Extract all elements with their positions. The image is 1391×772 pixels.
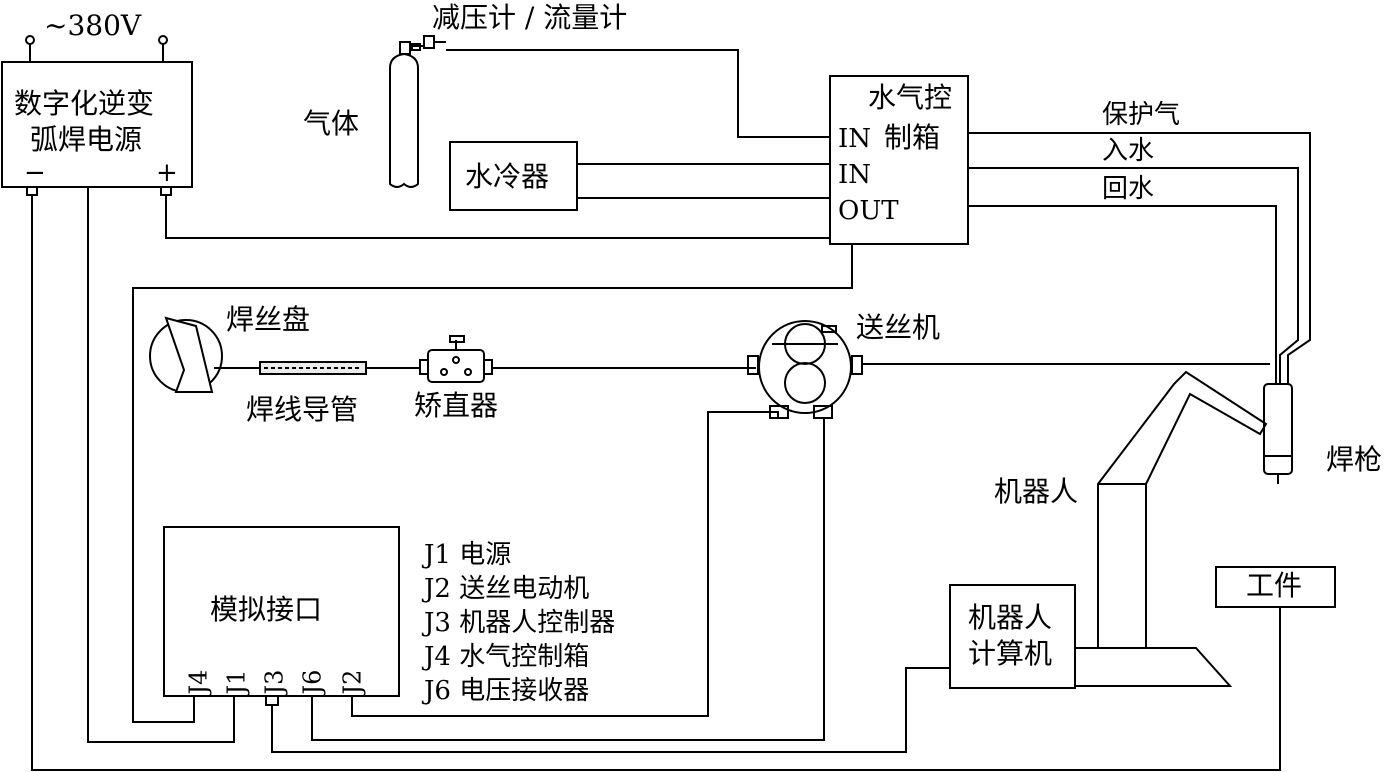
control-box-title-1: 水气控: [868, 81, 953, 114]
robot-computer-box: [949, 584, 1076, 689]
port-label-j2: J2: [338, 669, 367, 695]
supply-terminal-left: [25, 35, 35, 45]
port-label-j1: J1: [222, 669, 251, 695]
port-label-j3: J3: [260, 669, 289, 695]
robot-label: 机器人: [994, 475, 1079, 508]
wire-conduit-label: 焊线导管: [246, 393, 359, 426]
shield-gas-label: 保护气: [1102, 100, 1181, 130]
legend-item: J3 机器人控制器: [424, 608, 616, 638]
gas-meter-label: 减压计 / 流量计: [432, 1, 628, 34]
minus-terminal: [26, 186, 38, 196]
straightener-label: 矫直器: [414, 389, 499, 422]
power-source-title-2: 弧焊电源: [30, 123, 143, 156]
water-in-label: 入水: [1102, 136, 1155, 166]
control-box-title-2: 制箱: [884, 121, 941, 154]
wire-spool-label: 焊丝盘: [226, 303, 311, 336]
straightener: [427, 349, 485, 383]
workpiece-box: [1215, 566, 1336, 608]
water-cooler-label: 水冷器: [465, 160, 550, 193]
workpiece-label: 工件: [1246, 569, 1303, 602]
gas-label: 气体: [303, 107, 360, 140]
j3-connector: [265, 695, 279, 706]
power-source-box: [1, 61, 193, 188]
port-label-j4: J4: [184, 669, 213, 695]
control-box: [829, 75, 969, 245]
water-return-label: 回水: [1102, 174, 1155, 204]
gas-valve: [399, 41, 411, 55]
control-box-in-1: IN: [838, 124, 872, 154]
analog-interface-title: 模拟接口: [210, 593, 323, 626]
plus-label: +: [156, 158, 178, 188]
legend-item: J4 水气控制箱: [424, 642, 590, 672]
minus-label: −: [24, 158, 46, 188]
legend-item: J2 送丝电动机: [424, 574, 590, 604]
wire-feeder: [758, 320, 852, 414]
gas-cylinder: [389, 52, 419, 188]
power-source-title-1: 数字化逆变: [14, 87, 155, 120]
welding-torch: [1263, 383, 1293, 475]
robot-computer-title-1: 机器人: [968, 601, 1053, 634]
legend-item: J6 电压接收器: [424, 676, 590, 706]
plus-terminal: [160, 186, 172, 196]
water-cooler-box: [449, 141, 578, 211]
control-box-out: OUT: [838, 196, 899, 226]
analog-interface-box: [163, 526, 400, 697]
control-box-in-2: IN: [838, 160, 872, 190]
port-label-j6: J6: [298, 669, 327, 695]
wire-feeder-label: 送丝机: [856, 311, 941, 344]
torch-label: 焊枪: [1326, 443, 1383, 476]
robot-computer-title-2: 计算机: [968, 637, 1053, 670]
supply-voltage-label: ~380V: [44, 9, 142, 42]
legend-item: J1 电源: [424, 540, 512, 570]
supply-terminal-right: [158, 35, 168, 45]
robot-arm: [1097, 370, 1268, 648]
